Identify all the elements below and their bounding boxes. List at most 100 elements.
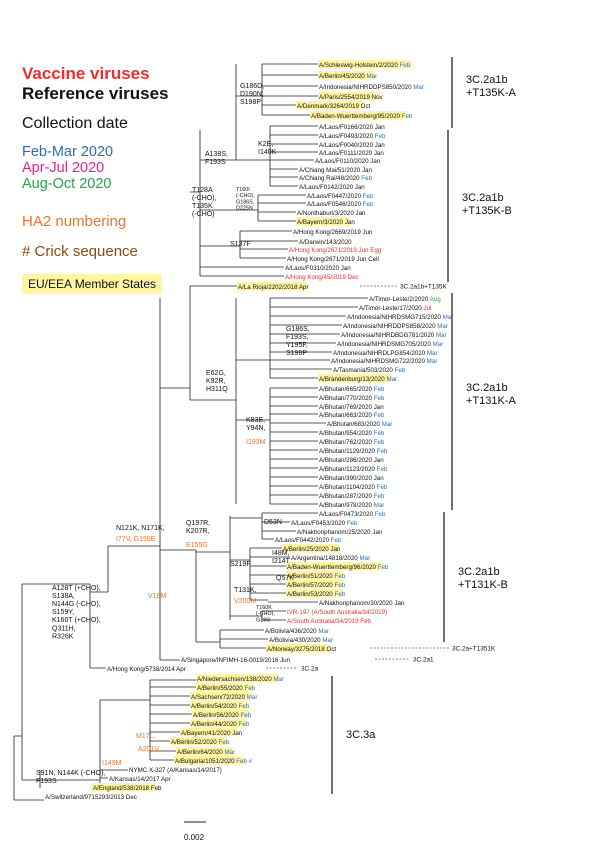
tip-date: Mar — [372, 502, 384, 509]
tip-date: Feb — [375, 448, 388, 455]
svg-text:A/Berlin/53/2020 Feb: A/Berlin/53/2020 Feb — [287, 591, 346, 598]
tip-date: Feb — [372, 493, 385, 500]
tip-16: A/Nonthaburi/3/2020 Jan — [297, 210, 366, 217]
eu-highlight — [318, 60, 412, 69]
tip-11: A/Chiang Mai/51/2020 Jan — [299, 167, 372, 174]
svg-text:A/Indonesia/NIHRDDPS850/2020 M: A/Indonesia/NIHRDDPS850/2020 Mar — [319, 84, 424, 91]
tip-date: Jul — [422, 305, 432, 312]
tip-label: A/Bhutan/286/2020 — [319, 457, 373, 464]
svg-text:A/Laos/F0453/2020 Feb: A/Laos/F0453/2020 Feb — [291, 520, 358, 527]
svg-text:A/Laos/F0447/2020 Feb: A/Laos/F0447/2020 Feb — [307, 193, 374, 200]
eu-highlight — [296, 101, 363, 110]
tip-date: Mar — [223, 749, 235, 756]
tip-label: A/Laos/F0546/2020 — [307, 201, 362, 208]
tip-50: A/Laos/F0453/2020 Feb — [291, 520, 358, 527]
tip-45: A/Bhutan/390/2020 Jan — [319, 475, 384, 482]
tip-70: A/Berlin/54/2020 Feb — [190, 701, 250, 710]
tip-label: A/Indonesia/NIHRDDPS858/2020 — [343, 323, 436, 330]
svg-text:A/Paris/2554/2019 Nov: A/Paris/2554/2019 Nov — [319, 94, 384, 101]
tip-label: A/Timor-Leste/17/2020 — [359, 305, 422, 312]
tip-date: Jun — [361, 229, 373, 236]
eu-highlight — [170, 737, 227, 746]
mutation-7: E62G,K92R,H311Q — [206, 370, 228, 393]
tip-32: A/Indonesia/NIHRDSMG722/2020 Mar — [331, 358, 437, 365]
tip-date: Jan — [372, 475, 384, 482]
svg-text:A/Berlin/51/2020 Feb: A/Berlin/51/2020 Feb — [287, 573, 346, 580]
tip-date: Oct — [359, 103, 371, 110]
tip-label: A/Bhutan/683/2020 — [327, 421, 381, 428]
tip-date: Feb — [372, 412, 385, 419]
tip-53: A/Berlin/25/2020 Jan — [282, 544, 341, 553]
eu-highlight — [282, 544, 339, 553]
tip-13: A/Laos/F0142/2020 Jan — [299, 184, 365, 191]
svg-text:A/South Australia/34/2019 Feb: A/South Australia/34/2019 Feb — [287, 618, 372, 625]
svg-text:A/Hong Kong/2671/2019 Jun Egg: A/Hong Kong/2671/2019 Jun Egg — [289, 247, 382, 254]
svg-text:A/Laos/F0142/2020 Jan: A/Laos/F0142/2020 Jan — [299, 184, 365, 191]
tip-12: A/Chiang Rai/48/2020 Feb — [299, 175, 372, 182]
svg-text:A/Berlin/57/2020 Feb: A/Berlin/57/2020 Feb — [287, 582, 346, 589]
mutation-16: S219F — [230, 561, 251, 568]
tip-label: A/Bhutan/1129/2020 — [319, 448, 376, 455]
tip-label: A/Laos/F0310/2020 — [285, 265, 340, 272]
tip-label: A/Bhutan/663/2020 — [319, 412, 373, 419]
eu-highlight — [286, 580, 343, 589]
tip-label: A/Berlin/25/2020 — [283, 546, 329, 553]
tip-15: A/Laos/F0546/2020 Feb — [307, 201, 374, 208]
mutation-12: Q197R,K207R, — [186, 520, 210, 535]
tip-date: Mar — [385, 376, 397, 383]
svg-text:A/Laos/F0473/2020 Feb: A/Laos/F0473/2020 Feb — [319, 511, 386, 518]
svg-text:A/Darwin/143/2020: A/Darwin/143/2020 — [299, 239, 352, 246]
tip-date: Feb — [360, 175, 373, 182]
tip-label: A/Berlin/55/2020 — [197, 685, 243, 692]
svg-text:A/Bhutan/770/2020 Feb: A/Bhutan/770/2020 Feb — [319, 395, 385, 402]
svg-text:A/Nakhonphanom/30/2020 Jan: A/Nakhonphanom/30/2020 Jan — [319, 600, 405, 607]
tip-label: A/Argentina/14818/2020 — [291, 555, 358, 562]
tip-date: Feb — [375, 466, 388, 473]
svg-text:A/Indonesia/NIHRDSMG715/2020 M: A/Indonesia/NIHRDSMG715/2020 Mar — [347, 314, 453, 321]
tip-label: A/Niedersachsen/138/2020 — [197, 676, 272, 683]
tip-48: A/Bhutan/978/2020 Mar — [319, 502, 384, 509]
clade-label-2: 3C.2a1b+T131K-A — [466, 382, 516, 407]
tip-label: A/Baden-Wuerttemberg/96/2020 — [287, 564, 377, 571]
tip-67: A/Niedersachsen/138/2020 Mar — [196, 674, 284, 683]
eu-highlight — [266, 644, 330, 653]
tip-label: A/Chiang Rai/48/2020 — [299, 175, 360, 182]
mutation-24: A201V — [138, 746, 159, 753]
tip-37: A/Bhutan/769/2020 Jan — [319, 404, 384, 411]
tip-date: Jan — [393, 600, 405, 607]
tip-label: A/Laos/F0166/2020 — [319, 124, 374, 131]
tip-1: A/Berlin/45/2020 Mar — [318, 71, 377, 80]
svg-text:A/Indonesia/NIHRDDPS858/2020 M: A/Indonesia/NIHRDDPS858/2020 Mar — [343, 323, 448, 330]
clade-label-1: 3C.2a1b+T135K-B — [462, 192, 512, 217]
tip-56: A/Berlin/51/2020 Feb — [286, 571, 346, 580]
tip-date: Feb — [372, 430, 385, 437]
tip-2: A/Indonesia/NIHRDDPS850/2020 Mar — [319, 84, 424, 91]
tip-label: A/Bhutan/762/2020 — [319, 439, 373, 446]
legend-feb-mar: Feb-Mar 2020 — [22, 144, 114, 160]
svg-text:A/Berlin/44/2020 Feb: A/Berlin/44/2020 Feb — [191, 721, 250, 728]
tip-label: A/Bulgaria/1051/2020 — [175, 758, 235, 765]
mutation-1: K2E,I140K — [258, 141, 277, 156]
tip-43: A/Bhutan/286/2020 Jan — [319, 457, 384, 464]
tip-date: Jun — [278, 657, 290, 664]
tip-69: A/Sachsen/72/2020 Mar — [190, 692, 257, 701]
tip-68: A/Berlin/55/2020 Feb — [196, 683, 256, 692]
tip-label: A/Bhutan/1104/2020 — [319, 484, 376, 491]
tip-label: A/Berlin/56/2020 — [193, 712, 239, 719]
tip-label: A/Hong Kong/2669/2019 — [293, 229, 361, 236]
tip-17: A/Bayern/3/2020 Jan — [296, 217, 355, 226]
eu-highlight — [190, 719, 247, 728]
tip-73: A/Bayern/41/2020 Jan — [180, 728, 243, 737]
svg-text:A/Chiang Rai/48/2020 Feb: A/Chiang Rai/48/2020 Feb — [299, 175, 372, 182]
tip-18: A/Hong Kong/2669/2019 Jun — [293, 229, 373, 236]
tip-74: A/Berlin/52/2020 Feb — [170, 737, 230, 746]
tip-date: Mar — [434, 332, 446, 339]
tip-date: Feb — [345, 520, 358, 527]
tip-label: A/Hong Kong/2671/2019 — [287, 256, 355, 263]
legend-vaccine: Vaccine viruses — [22, 64, 150, 83]
tip-label: A/Laos/F0142/2020 — [299, 184, 354, 191]
tip-44: A/Bhutan/1123/2020 Feb — [319, 466, 388, 473]
tip-46: A/Bhutan/1104/2020 Feb — [319, 484, 388, 491]
subclade-label-3: 3C.2a — [301, 666, 318, 673]
